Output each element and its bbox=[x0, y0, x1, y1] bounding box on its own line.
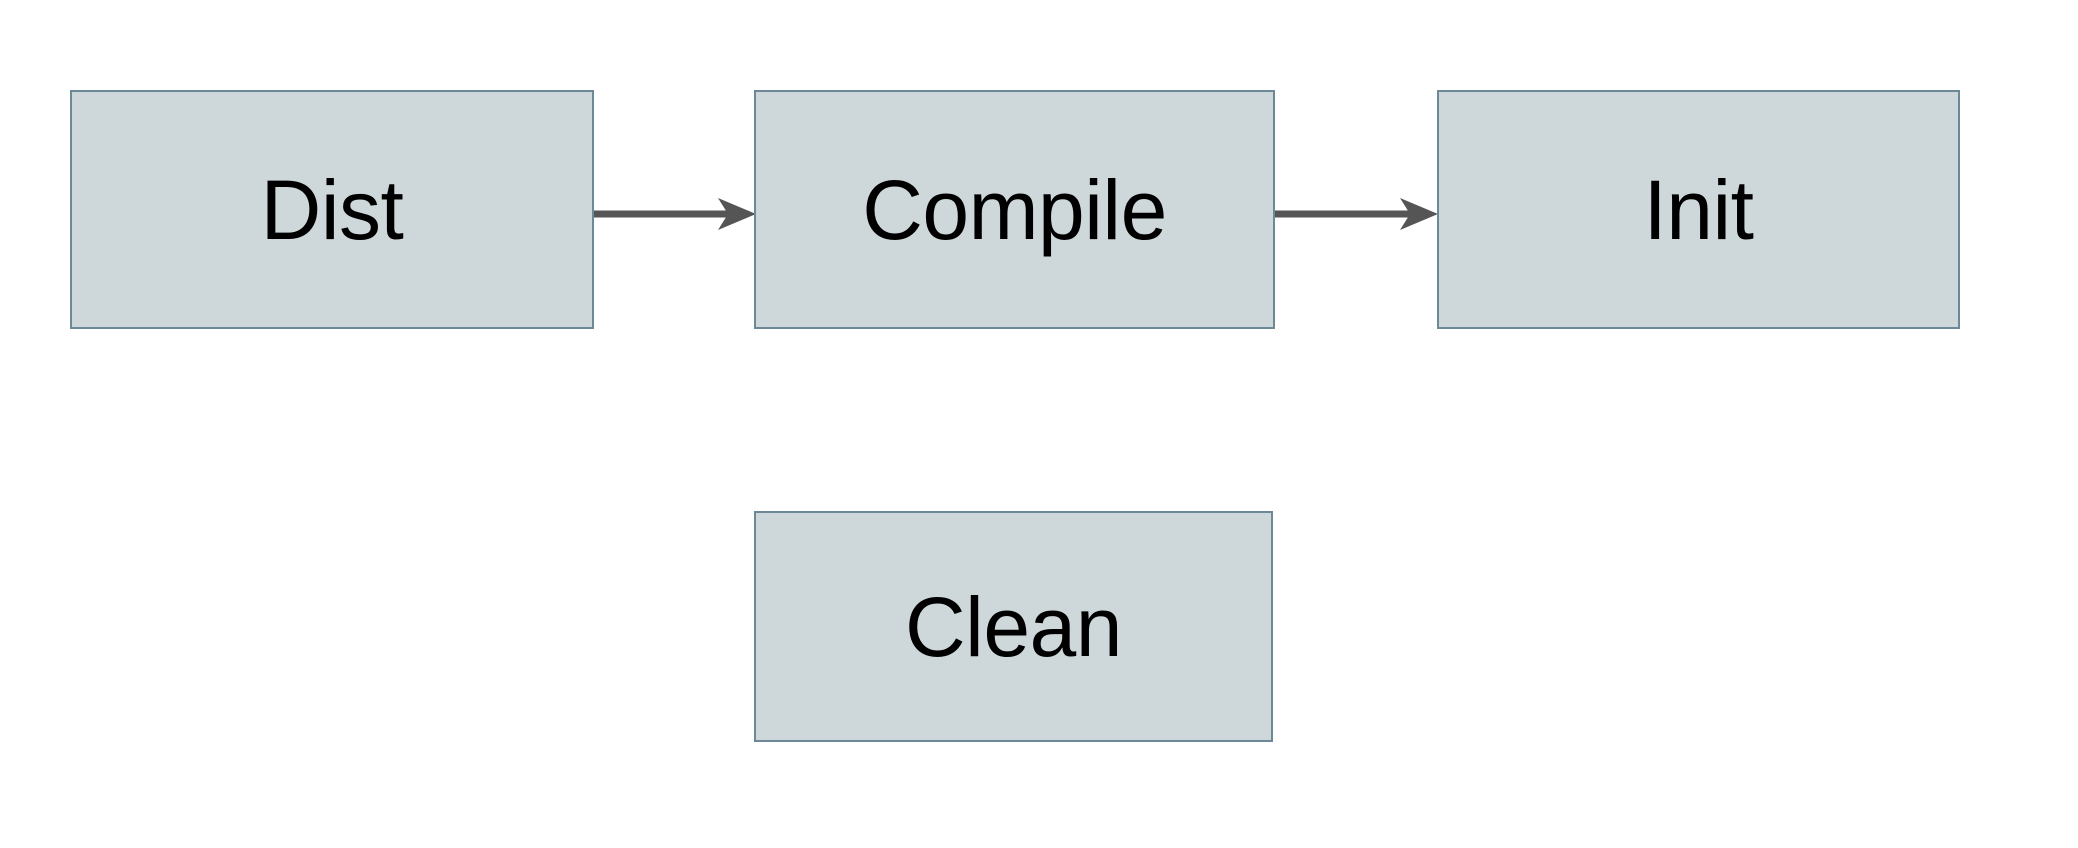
node-init-label: Init bbox=[1643, 162, 1754, 257]
node-clean-label: Clean bbox=[905, 579, 1122, 674]
node-dist[interactable]: Dist bbox=[70, 90, 594, 329]
node-clean[interactable]: Clean bbox=[754, 511, 1273, 742]
node-init[interactable]: Init bbox=[1437, 90, 1960, 329]
edge-dist-to-compile[interactable] bbox=[594, 193, 756, 235]
node-compile-label: Compile bbox=[862, 162, 1167, 257]
node-compile[interactable]: Compile bbox=[754, 90, 1275, 329]
edge-compile-to-init[interactable] bbox=[1275, 193, 1438, 235]
node-dist-label: Dist bbox=[260, 162, 404, 257]
